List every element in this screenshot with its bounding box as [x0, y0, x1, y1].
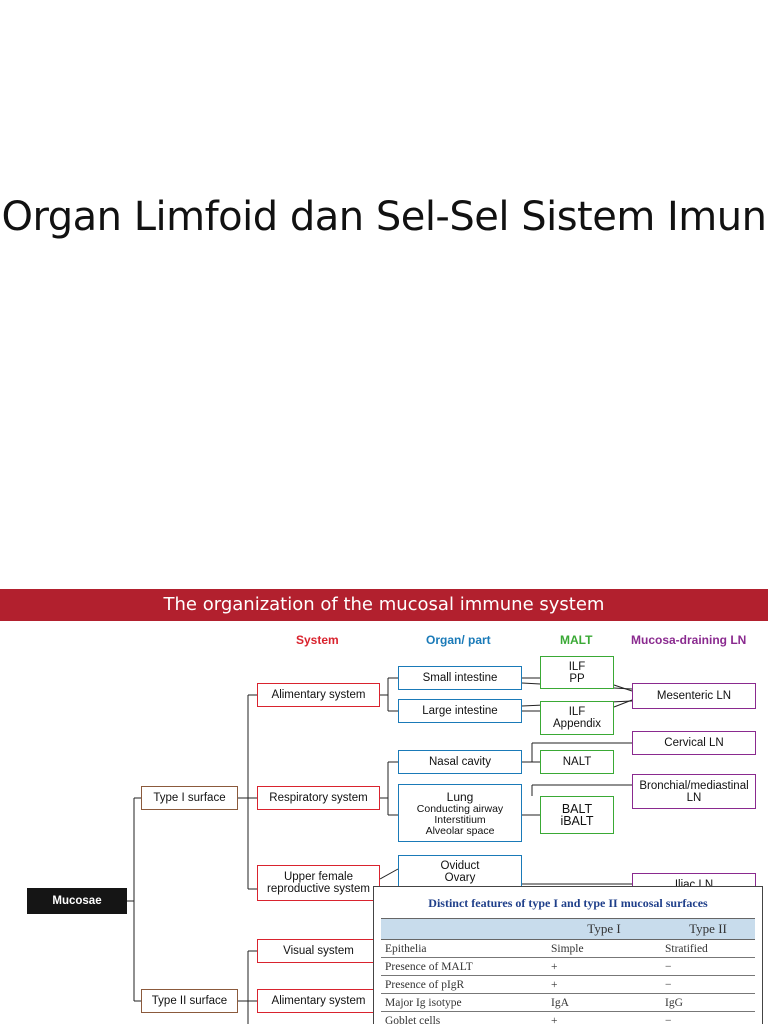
table-cell: Presence of MALT [381, 957, 547, 976]
comparison-table-panel: Distinct features of type I and type II … [373, 886, 763, 1024]
table-cell: + [547, 1011, 661, 1024]
slide-title: Organ Limfoid dan Sel-Sel Sistem Imun [1, 194, 767, 240]
malt-ilf-pp-box: ILF PP [540, 656, 614, 689]
table-header-row: Type I Type II [381, 918, 755, 940]
ln-cervical-box: Cervical LN [632, 731, 756, 755]
type-2-surface-box: Type II surface [141, 989, 238, 1013]
table-cell: − [661, 957, 755, 976]
mucosae-box: Mucosae [27, 888, 127, 914]
comparison-table: Type I Type II Epithelia Simple Stratifi… [381, 918, 755, 1024]
table-cell: + [547, 957, 661, 976]
system-alimentary-box: Alimentary system [257, 683, 380, 707]
table-cell: IgG [661, 993, 755, 1012]
ln-mesenteric-box: Mesenteric LN [632, 683, 756, 709]
table-cell: IgA [547, 993, 661, 1012]
table-cell: Epithelia [381, 939, 547, 958]
mucosal-immune-diagram: System Organ/ part MALT Mucosa-draining … [0, 621, 768, 1024]
system-visual-box: Visual system [257, 939, 380, 963]
table-cell: Stratified [661, 939, 755, 958]
table-row: Epithelia Simple Stratified [381, 939, 755, 958]
organ-oviduct-ovary-box: Oviduct Ovary [398, 855, 522, 889]
section-banner: The organization of the mucosal immune s… [0, 589, 768, 621]
table-header-cell: Type II [661, 918, 755, 940]
comparison-table-title: Distinct features of type I and type II … [428, 896, 708, 910]
malt-ilf-appendix-box: ILF Appendix [540, 701, 614, 735]
table-row: Presence of pIgR + − [381, 975, 755, 994]
type-1-surface-box: Type I surface [141, 786, 238, 810]
malt-balt-box: BALT iBALT [540, 796, 614, 834]
system-upper-female-reproductive-box: Upper female reproductive system [257, 865, 380, 901]
table-row: Presence of MALT + − [381, 957, 755, 976]
table-cell: Simple [547, 939, 661, 958]
system-respiratory-box: Respiratory system [257, 786, 380, 810]
organ-small-intestine-box: Small intestine [398, 666, 522, 690]
organ-nasal-cavity-box: Nasal cavity [398, 750, 522, 774]
table-header-cell [381, 918, 547, 940]
header-malt: MALT [560, 633, 593, 647]
header-system: System [296, 633, 339, 647]
table-row: Goblet cells + − [381, 1011, 755, 1024]
header-organ-part: Organ/ part [426, 633, 491, 647]
table-cell: − [661, 1011, 755, 1024]
table-cell: Presence of pIgR [381, 975, 547, 994]
organ-lung-box: Lung Conducting airway Interstitium Alve… [398, 784, 522, 842]
header-mucosa-draining-ln: Mucosa-draining LN [631, 633, 747, 647]
table-cell: + [547, 975, 661, 994]
table-header-cell: Type I [547, 918, 661, 940]
malt-nalt-box: NALT [540, 750, 614, 774]
table-row: Major Ig isotype IgA IgG [381, 993, 755, 1012]
system-alimentary-type2-box: Alimentary system [257, 989, 380, 1013]
table-cell: Goblet cells [381, 1011, 547, 1024]
table-cell: Major Ig isotype [381, 993, 547, 1012]
ln-bronchial-mediastinal-box: Bronchial/mediastinal LN [632, 774, 756, 809]
table-cell: − [661, 975, 755, 994]
organ-large-intestine-box: Large intestine [398, 699, 522, 723]
